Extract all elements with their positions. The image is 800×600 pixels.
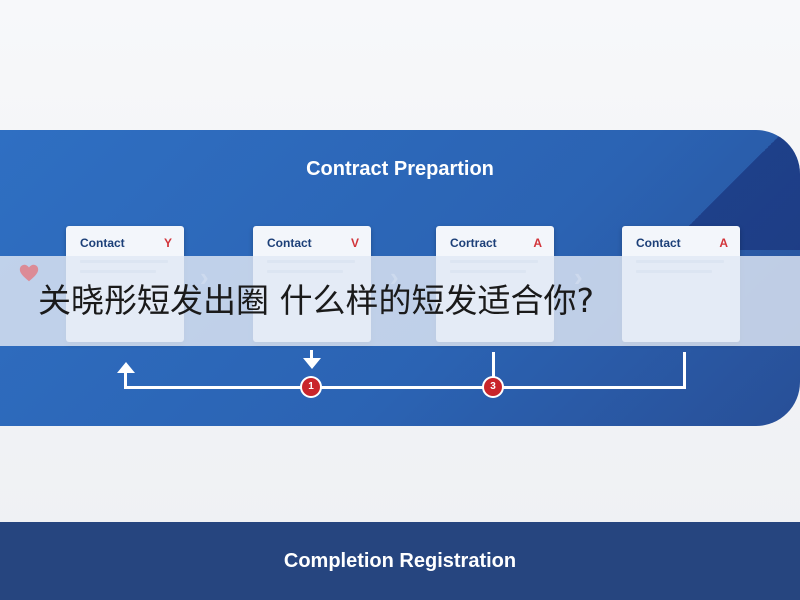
completion-band: Completion Registration [0, 522, 800, 600]
card-title: Contact [636, 236, 681, 250]
headline-caption: 关晓彤短发出圈 什么样的短发适合你? [38, 281, 595, 320]
flow-line-step-1 [310, 350, 313, 358]
card-badge: Y [163, 236, 172, 250]
card-badge: A [719, 236, 728, 250]
step-marker-1: 1 [302, 378, 320, 396]
heart-icon [19, 264, 39, 282]
step-marker-3: 3 [484, 378, 502, 396]
flow-line-step-3 [492, 352, 495, 388]
caption-overlay: 关晓彤短发出圈 什么样的短发适合你? [0, 256, 800, 346]
panel-title: Contract Prepartion [306, 158, 494, 180]
card-badge: V [350, 236, 359, 250]
card-title: Contact [80, 236, 125, 250]
completion-title: Completion Registration [283, 550, 517, 572]
flow-line-right [683, 352, 686, 389]
arrow-down-icon [303, 358, 321, 369]
card-title: Contact [267, 236, 312, 250]
return-flow-line [124, 386, 686, 389]
flow-line-left [124, 372, 127, 389]
arrow-up-icon [117, 362, 135, 373]
card-badge: A [533, 236, 542, 250]
card-title: Cortract [450, 236, 497, 250]
